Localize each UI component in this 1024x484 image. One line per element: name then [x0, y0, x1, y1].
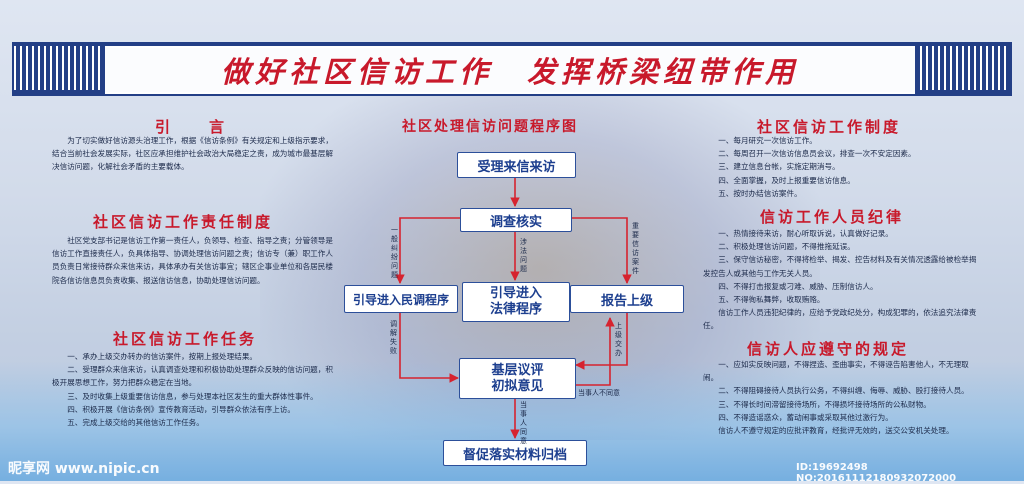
list-item: 四、全面掌握，及时上报重要信访信息。 [718, 175, 855, 185]
list-item: 五、按时办结信访案件。 [718, 188, 802, 198]
header-stripes-left [14, 46, 104, 90]
flow-box-investigate: 调查核实 [460, 208, 572, 232]
edge-label-legal: 涉法问题 [520, 238, 527, 273]
system-list: 一、每月研究一次信访工作。 二、每周召开一次信访信息员会议，排查一次不安定因素。… [703, 134, 983, 200]
tasks-title: 社区信访工作任务 [113, 330, 258, 348]
list-item: 信访人不遵守规定的应批评教育，经批评无效的，送交公安机关处理。 [718, 426, 954, 436]
discipline-list: 一、热情接待来访，耐心听取诉说，认真做好记录。 二、积极处理信访问题，不得推拖延… [703, 227, 983, 333]
list-item: 四、不得造谣惑众，蓄动闹事或采取其他过激行为。 [718, 412, 893, 422]
arrow-review-report [576, 317, 615, 386]
list-item: 二、不得阻碍接待人员执行公务，不得纠缠、侮辱、威胁、殴打接待人员。 [718, 386, 969, 396]
flow-box-review: 基层议评初拟意见 [459, 358, 576, 399]
list-item: 一、每月研究一次信访工作。 [718, 136, 817, 145]
watermark-site: 昵享网 www.nipic.cn [8, 461, 160, 477]
list-item: 三、及时收集上级重要信访信息，参与处理本社区发生的重大群体性事件。 [67, 391, 318, 401]
list-item: 五、完成上级交给的其他信访工作任务。 [67, 418, 204, 428]
arrow-to-mediate [395, 217, 460, 284]
flow-box-receive: 受理来信来访 [457, 152, 576, 178]
edge-label-agree: 当事人同意 [520, 401, 527, 445]
flow-box-report: 报告上级 [570, 285, 684, 313]
edge-label-mediate-fail: 调解失败 [390, 320, 397, 355]
flow-box-supervise: 督促落实材料归档 [443, 440, 587, 466]
rules-list: 一、应如实反映问题，不得捏造、歪曲事实，不得诬告陷害他人，不无理取闹。 二、不得… [703, 358, 983, 437]
arrow-to-report [570, 217, 632, 284]
flow-box-legal: 引导进入法律程序 [462, 282, 570, 322]
flow-box-mediate: 引导进入民调程序 [344, 285, 458, 313]
list-item: 一、承办上级交办转办的信访案件，按期上报处理结果。 [67, 352, 258, 361]
page-title: 做好社区信访工作 发挥桥梁纽带作用 [220, 55, 799, 89]
list-item: 一、应如实反映问题，不得捏造、歪曲事实，不得诬告陷害他人，不无理取闹。 [703, 360, 969, 383]
list-item: 五、不得徇私舞弊，收取贿赂。 [718, 295, 825, 305]
watermark-id: ID:19692498 NO:20161112180932072000 [796, 462, 957, 484]
arrow-report-review [575, 313, 628, 370]
list-item: 三、保守信访秘密，不得将检举、揭发、控告材料及有关情况透露给被检举揭发控告人或其… [703, 255, 977, 278]
list-item: 三、建立信息台帐，实施定期消号。 [718, 162, 840, 172]
edge-label-general: 一般纠纷问题 [391, 226, 398, 279]
header-panel: 做好社区信访工作 发挥桥梁纽带作用 [105, 46, 915, 94]
edge-label-upper: 上级交办 [615, 322, 622, 357]
system-title: 社区信访工作制度 [757, 118, 902, 136]
header-stripes-right [920, 46, 1010, 90]
responsibility-text: 社区党支部书记是信访工作第一责任人，负领导、检查、指导之责；分管领导是信访工作直… [52, 236, 333, 285]
edge-label-disagree: 当事人不同意 [578, 389, 620, 397]
list-item: 二、每周召开一次信访信息员会议，排查一次不安定因素。 [718, 149, 916, 159]
list-item: 三、不得长时间滞留接待场所，不得损坏接待场所的公私财物。 [718, 399, 931, 409]
intro-title: 引 言 [155, 118, 228, 136]
discipline-title: 信访工作人员纪律 [760, 208, 905, 226]
list-item: 四、积极开展《信访条例》宣传教育活动，引导群众依法有序上访。 [67, 404, 295, 414]
arrow-mediate-review [399, 313, 459, 383]
list-item: 二、积极处理信访问题，不得推拖延误。 [718, 242, 855, 252]
edge-label-major: 重要信访案件 [632, 222, 639, 275]
rules-title: 信访人应遵守的规定 [747, 340, 910, 358]
flow-title: 社区处理信访问题程序图 [402, 119, 578, 135]
list-item: 四、不得打击报复或刁难、威胁、压制信访人。 [718, 281, 878, 291]
responsibility-title: 社区信访工作责任制度 [93, 213, 274, 231]
list-item: 信访工作人员违犯纪律的，应给予党政纪处分，构成犯罪的，依法追究法律责任。 [703, 308, 977, 331]
list-item: 一、热情接待来访，耐心听取诉说，认真做好记录。 [718, 229, 893, 238]
intro-text: 为了切实做好信访源头治理工作，根据《信访条例》有关规定和上级指示要求，结合当前社… [52, 136, 333, 172]
tasks-list: 一、承办上级交办转办的信访案件，按期上报处理结果。 二、受理群众来信来访，认真调… [52, 350, 334, 429]
list-item: 二、受理群众来信来访，认真调查处理和积极协助处理群众反映的信访问题，积极开展思想… [52, 365, 333, 388]
